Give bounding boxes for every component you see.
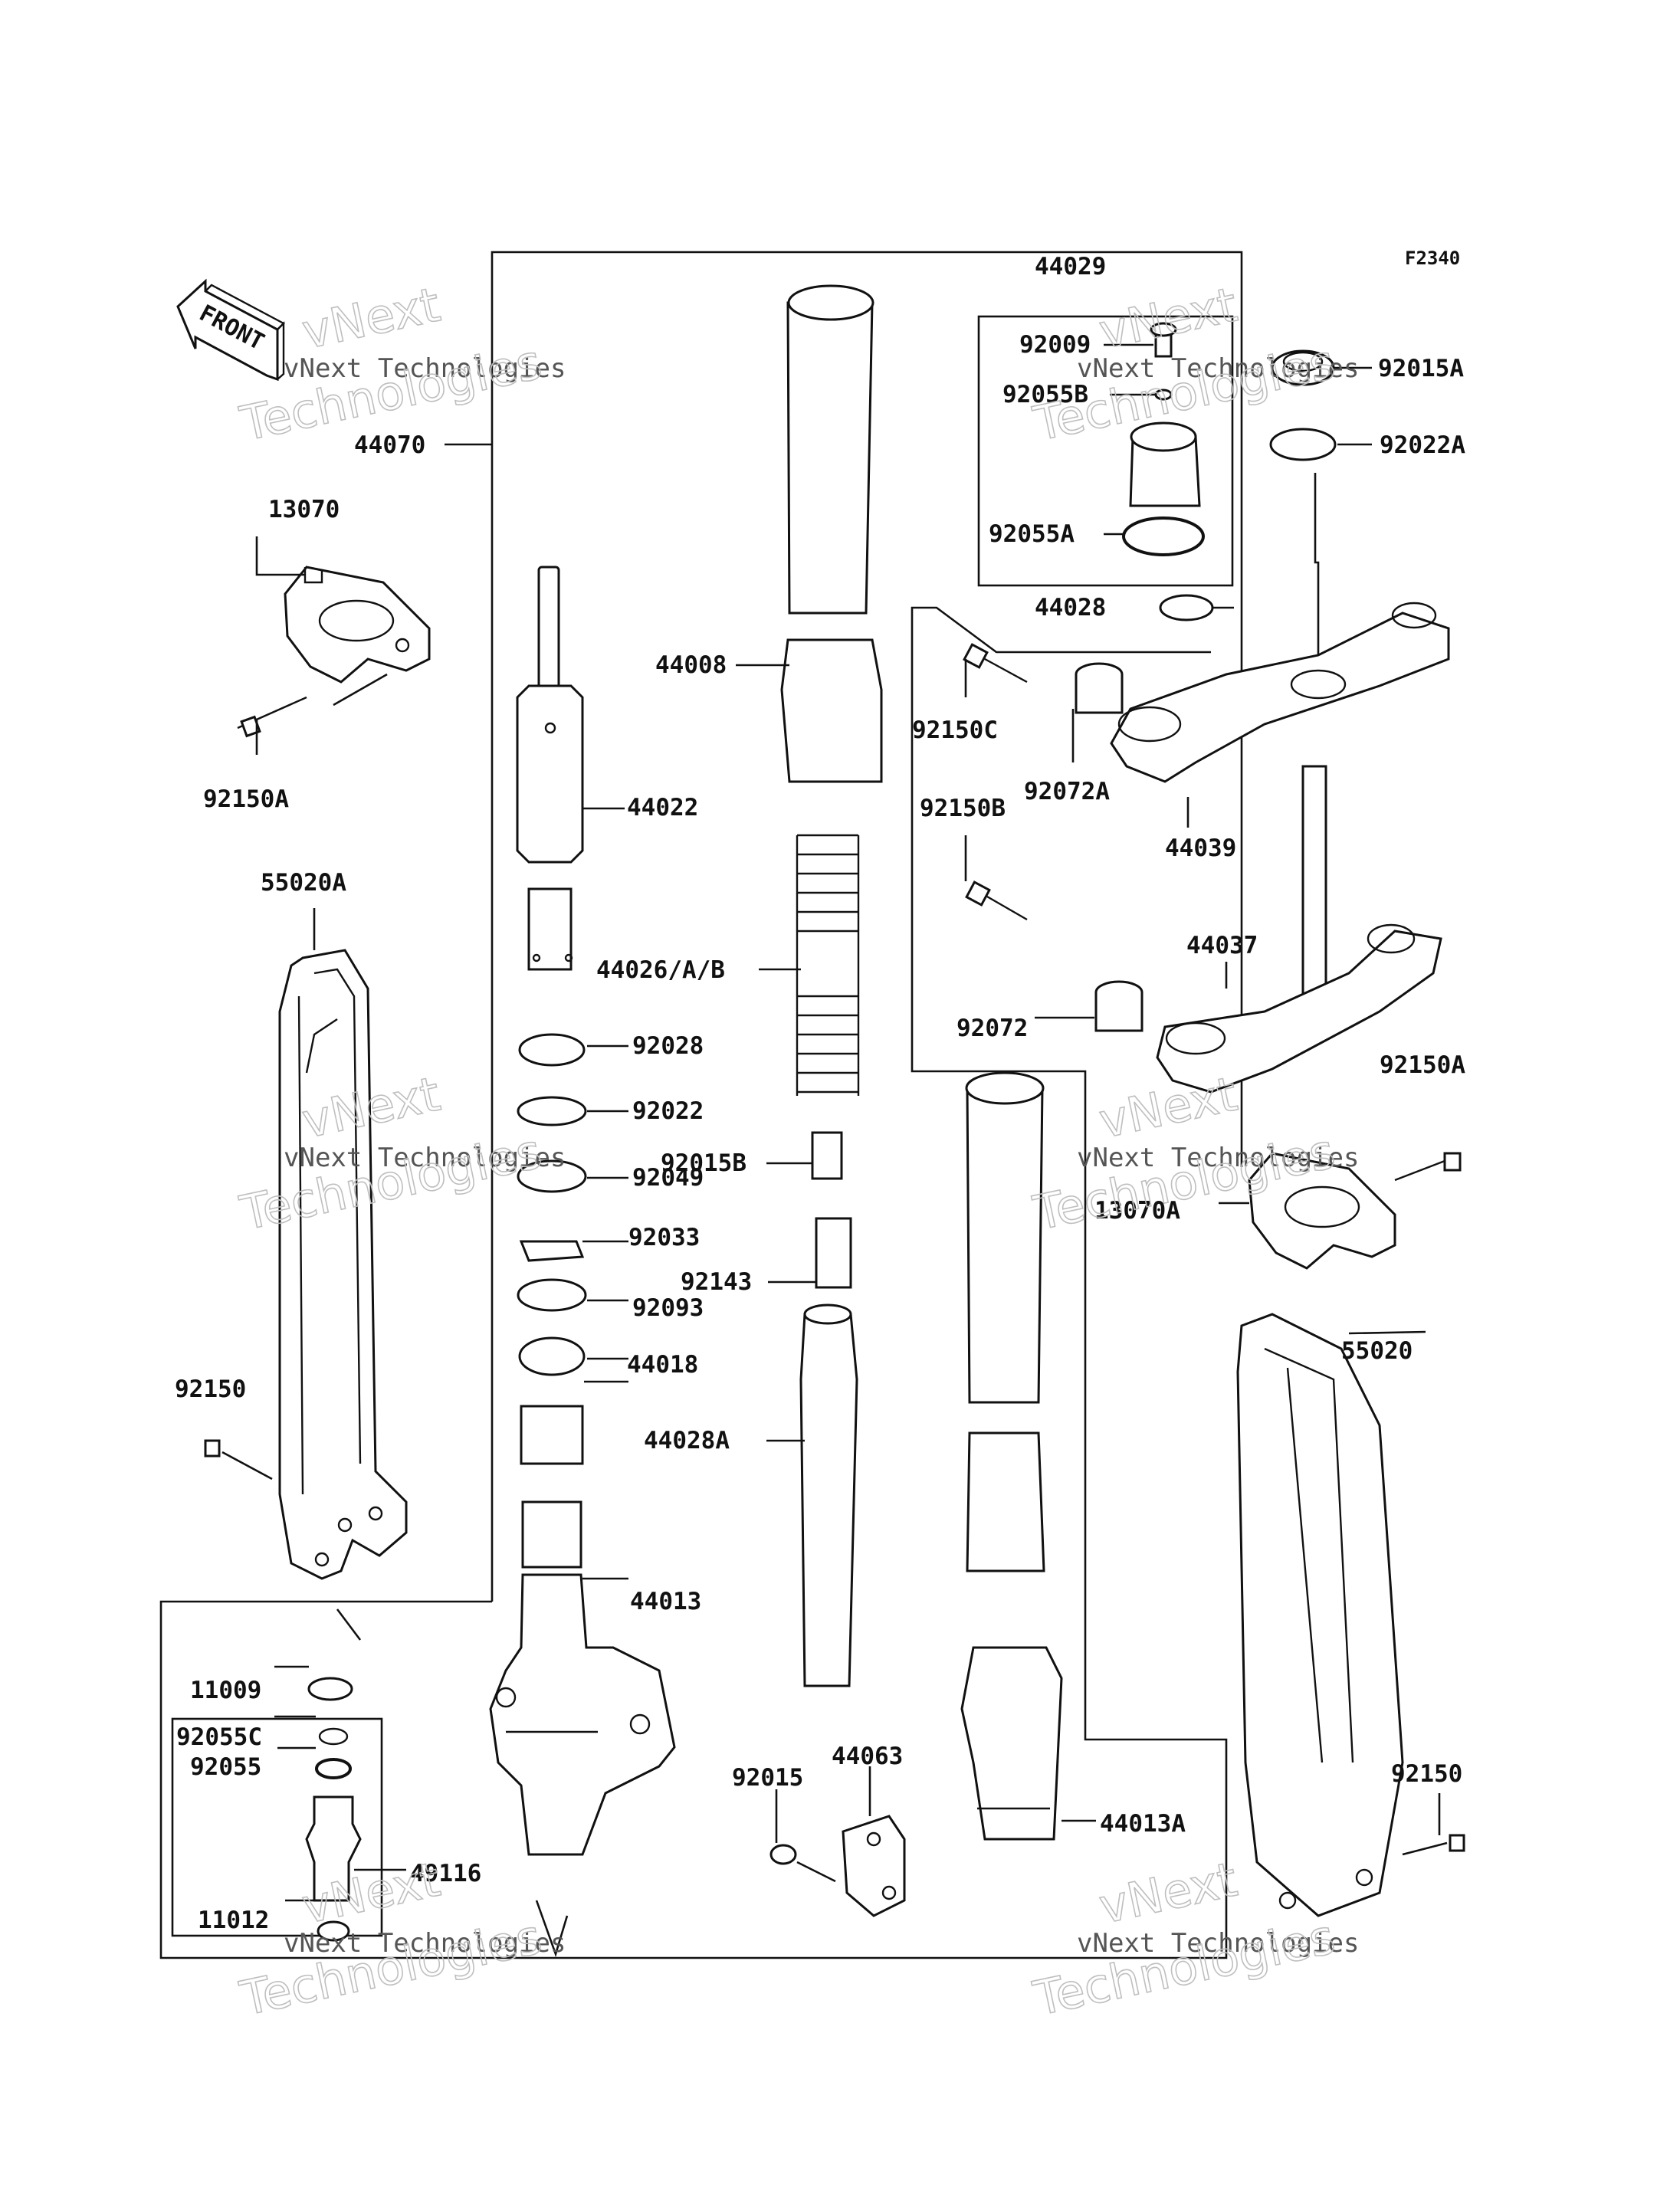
fork-guard-left: [278, 949, 408, 1580]
part-label-13070A: 13070A: [1094, 1197, 1180, 1225]
collar-44028: [1159, 594, 1214, 621]
svg-text:vNext Technologies: vNext Technologies: [284, 1928, 566, 1959]
part-label-44039: 44039: [1165, 835, 1236, 862]
part-label-92033: 92033: [628, 1224, 700, 1251]
svg-text:vNext Technologies: vNext Technologies: [1077, 1143, 1359, 1173]
part-label-55020: 55020: [1341, 1337, 1413, 1365]
part-label-92055C: 92055C: [176, 1723, 262, 1751]
lower-fork-leg-44013: [489, 1573, 676, 1856]
svg-text:vNext Technologies: vNext Technologies: [284, 1143, 566, 1173]
part-label-92015A: 92015A: [1378, 355, 1464, 382]
part-label-92022A: 92022A: [1380, 431, 1465, 459]
part-label-44028A: 44028A: [644, 1427, 730, 1454]
part-label-13070: 13070: [268, 496, 340, 523]
axle-holder-44063: [842, 1815, 906, 1917]
part-label-92055B: 92055B: [1002, 381, 1088, 408]
nut-92015: [769, 1844, 836, 1883]
part-label-44022: 44022: [627, 794, 698, 821]
bolt-92150C: [963, 643, 1028, 684]
upper-tube-44008: [780, 284, 883, 783]
lower-bracket-44037: [1156, 765, 1442, 1094]
leader-lines: [255, 343, 1441, 1902]
damper-rod-44028A: [799, 1131, 858, 1687]
part-label-44037: 44037: [1186, 932, 1258, 959]
part-label-92150B: 92150B: [920, 795, 1006, 822]
watermark-top-right: vNext vNext Technologies Technologies: [1028, 276, 1359, 453]
part-label-55020A: 55020A: [261, 869, 346, 897]
part-label-92143: 92143: [681, 1268, 752, 1296]
outer-tube-44013A: [960, 1071, 1063, 1841]
bolt-92150B: [965, 880, 1028, 921]
fork-clamp-left: [237, 566, 431, 738]
part-label-92150C: 92150C: [912, 716, 998, 744]
central-small-parts: [517, 1033, 587, 1569]
part-label-92150-right: 92150: [1391, 1760, 1462, 1788]
front-arrow: FRONT: [176, 278, 285, 382]
svg-text:vNext: vNext: [1094, 1066, 1242, 1149]
clamp-92072A: [1075, 662, 1124, 714]
part-label-92015: 92015: [732, 1764, 803, 1792]
fork-guard-right: [1236, 1313, 1465, 1917]
part-label-92072: 92072: [956, 1015, 1028, 1042]
part-label-92150-left: 92150: [175, 1376, 246, 1403]
clamp-92072: [1094, 980, 1144, 1032]
part-label-49116: 49116: [410, 1860, 481, 1887]
upper-bracket-44039: [1110, 602, 1450, 783]
part-label-92150A-left: 92150A: [203, 785, 289, 813]
part-label-92009: 92009: [1019, 331, 1091, 359]
watermark-top-left: vNext vNext Technologies Technologies: [235, 276, 566, 453]
part-label-92055A: 92055A: [989, 520, 1075, 548]
part-labels: 44029 92009 92055B 92055A 92015A 92022A …: [175, 253, 1465, 1934]
part-label-92055: 92055: [190, 1753, 261, 1781]
figure-code: F2340: [1405, 248, 1460, 269]
part-label-44013: 44013: [630, 1588, 701, 1615]
part-label-44013A: 44013A: [1100, 1810, 1186, 1838]
spring-44026: [796, 834, 860, 1096]
part-label-92049: 92049: [632, 1164, 704, 1192]
inset-parts: [305, 1608, 569, 1958]
part-label-44029: 44029: [1035, 253, 1106, 280]
watermark-bottom-left: vNext vNext Technologies Technologies: [235, 1851, 566, 2028]
part-label-44008: 44008: [655, 651, 727, 679]
part-label-44026: 44026/A/B: [596, 956, 725, 984]
part-label-92022: 92022: [632, 1097, 704, 1125]
svg-text:vNext: vNext: [1094, 1851, 1242, 1935]
bolt-92150-left: [204, 1439, 273, 1481]
piston-rod-44022: [516, 566, 584, 971]
part-label-92028: 92028: [632, 1032, 704, 1060]
part-label-11012: 11012: [198, 1907, 269, 1934]
svg-text:Technologies: Technologies: [1029, 1908, 1340, 2026]
part-label-44018: 44018: [627, 1351, 698, 1379]
fork-clamp-right: [1248, 1152, 1462, 1270]
part-label-92150A-right: 92150A: [1380, 1051, 1465, 1079]
washer-92022A: [1269, 428, 1337, 461]
svg-text:vNext: vNext: [297, 277, 445, 360]
svg-text:vNext Technologies: vNext Technologies: [1077, 1928, 1359, 1959]
cap-assembly-44029: [1122, 322, 1205, 556]
svg-text:vNext Technologies: vNext Technologies: [1077, 353, 1359, 384]
part-label-11009: 11009: [190, 1677, 261, 1704]
svg-text:vNext Technologies: vNext Technologies: [284, 353, 566, 384]
part-label-92072A: 92072A: [1024, 778, 1110, 805]
part-label-44063: 44063: [832, 1743, 903, 1770]
part-label-44028: 44028: [1035, 594, 1106, 621]
svg-text:Technologies: Technologies: [235, 1908, 546, 2026]
part-label-92015B: 92015B: [661, 1149, 746, 1177]
part-label-44070: 44070: [354, 431, 425, 459]
part-label-92093: 92093: [632, 1294, 704, 1322]
